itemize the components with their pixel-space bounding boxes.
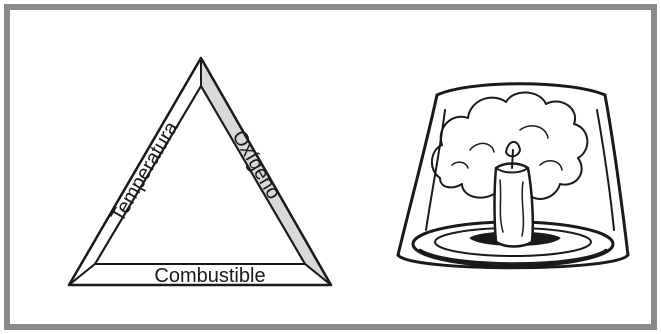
wick — [512, 150, 513, 168]
label-combustible: Combustible — [154, 265, 265, 287]
